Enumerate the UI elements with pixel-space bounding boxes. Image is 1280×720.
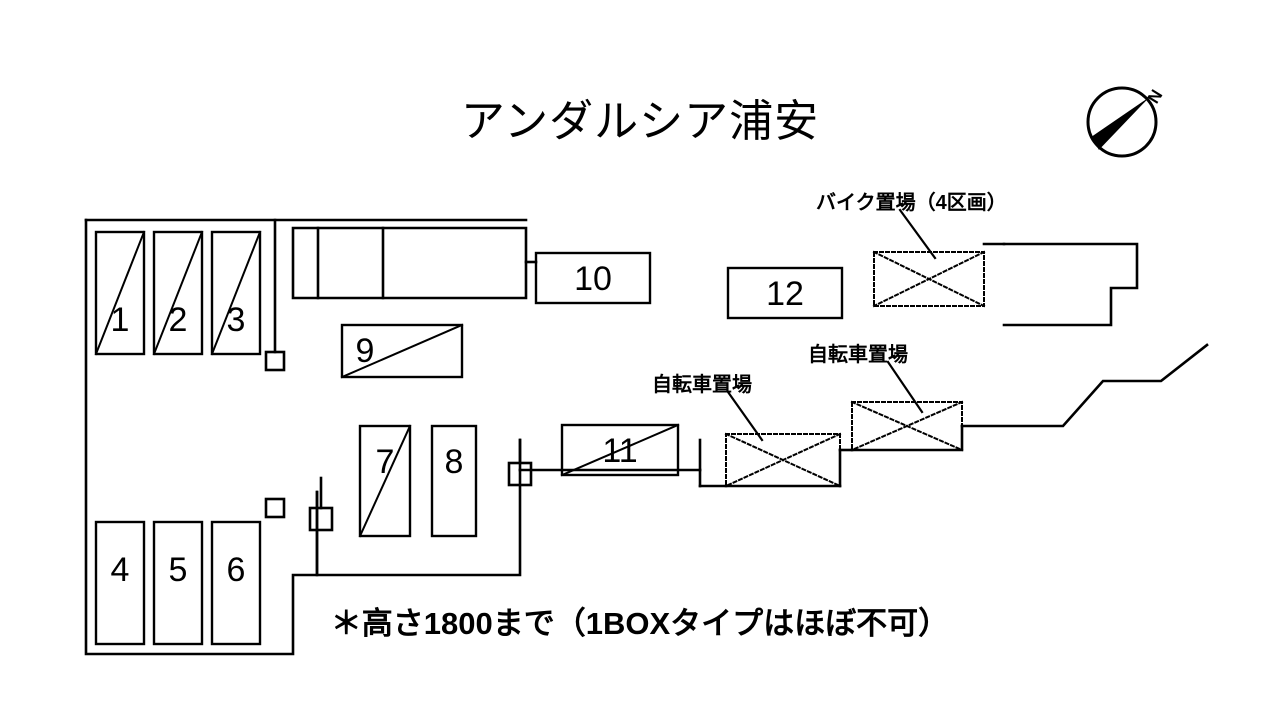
leader-line-bicycle-1 (726, 390, 764, 442)
parking-stall-10[interactable] (534, 251, 652, 305)
page-title: アンダルシア浦安 (460, 97, 820, 146)
stall-outline (210, 520, 262, 646)
parking-stall-8[interactable] (430, 424, 478, 538)
site-boundary-outline (84, 218, 528, 656)
stall-outline (152, 230, 204, 356)
stall-outline (534, 251, 652, 305)
gate-post-left (308, 476, 334, 532)
parking-stall-6[interactable] (210, 520, 262, 646)
bicycle-parking-zone-2 (850, 400, 964, 452)
stall-number-12: 12 (766, 275, 804, 313)
bicycle-parking-label-left: 自転車置場 (652, 374, 752, 396)
stall-diagonal-mark (560, 423, 680, 477)
post-lower-left (264, 497, 286, 519)
stall-outline (210, 230, 262, 356)
stall-number-10: 10 (574, 260, 612, 298)
stall-number-5: 5 (168, 551, 188, 589)
stall-outline (430, 424, 478, 538)
top-building-block (291, 226, 528, 300)
stall-number-2: 2 (168, 301, 188, 339)
stall-outline (358, 424, 412, 538)
gate-post-right (507, 438, 533, 487)
post-upper-left (264, 350, 286, 372)
stall-diagonal-mark (152, 230, 204, 356)
parking-stall-5[interactable] (152, 520, 204, 646)
stall-outline (152, 520, 204, 646)
stall-number-1: 1 (110, 301, 130, 339)
upper-right-building (982, 242, 1139, 327)
height-restriction-note: ＊高さ1800まで（1BOXタイプはほぼ不可） (330, 606, 950, 641)
stall-outline (94, 520, 146, 646)
stall-number-9: 9 (355, 332, 375, 370)
parking-stall-1[interactable] (94, 230, 146, 356)
leader-line-bicycle-2 (886, 360, 924, 414)
stall-number-8: 8 (444, 443, 464, 481)
stall-number-11: 11 (602, 432, 638, 470)
post-group (264, 350, 533, 532)
parking-stall-4[interactable] (94, 520, 146, 646)
dashed-zone-group (724, 250, 986, 488)
stall-diagonal-mark (358, 424, 412, 538)
leader-line-group (726, 208, 937, 442)
bicycle-parking-label-right: 自転車置場 (808, 344, 908, 366)
stall-number-4: 4 (110, 551, 130, 589)
bike-parking-zone (872, 250, 986, 308)
right-road-boundary (960, 343, 1209, 428)
parking-stall-11[interactable] (560, 423, 680, 477)
leader-line-bike (898, 208, 937, 260)
stall-outline (340, 323, 464, 379)
parking-stall-3[interactable] (210, 230, 262, 356)
compass-rose (1086, 86, 1158, 158)
stall-diagonal-mark (94, 230, 146, 356)
stall-number-6: 6 (226, 551, 246, 589)
stall-outline (560, 423, 680, 477)
stall-outline (726, 266, 844, 320)
bike-parking-label: バイク置場（4区画） (816, 192, 1007, 214)
stall-diagonal-mark (340, 323, 464, 379)
parking-stall-2[interactable] (152, 230, 204, 356)
stall-shapes-group (94, 230, 844, 646)
stall-number-3: 3 (226, 301, 246, 339)
stall-diagonal-mark (210, 230, 262, 356)
bicycle-parking-zone-1 (724, 432, 842, 488)
stall-number-7: 7 (375, 443, 395, 481)
parking-stall-7[interactable] (358, 424, 412, 538)
parking-stall-12[interactable] (726, 266, 844, 320)
parking-stall-9[interactable] (340, 323, 464, 379)
stall-outline (94, 230, 146, 356)
